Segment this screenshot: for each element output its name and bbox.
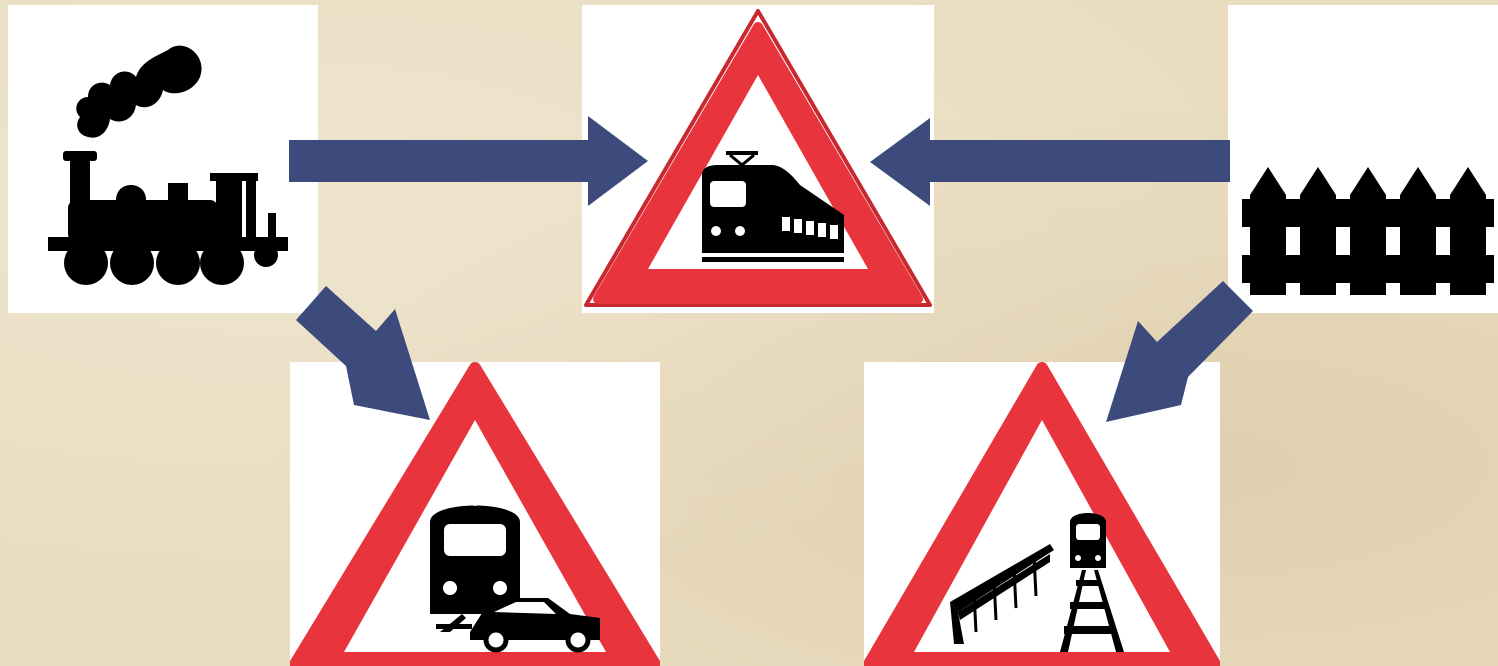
train-car-collision-sign-icon [290,362,660,666]
level-crossing-with-barrier-warning-tile [864,362,1220,666]
steam-locomotive-icon [8,5,318,313]
fence-icon [1228,5,1498,313]
train-car-collision-warning-tile [290,362,660,666]
barrier-crossing-sign-icon [864,362,1220,666]
steam-locomotive-tile [8,5,318,313]
fence-tile [1228,5,1498,313]
railway-crossing-warning-tile [582,5,934,313]
train-warning-sign-icon [582,5,934,313]
